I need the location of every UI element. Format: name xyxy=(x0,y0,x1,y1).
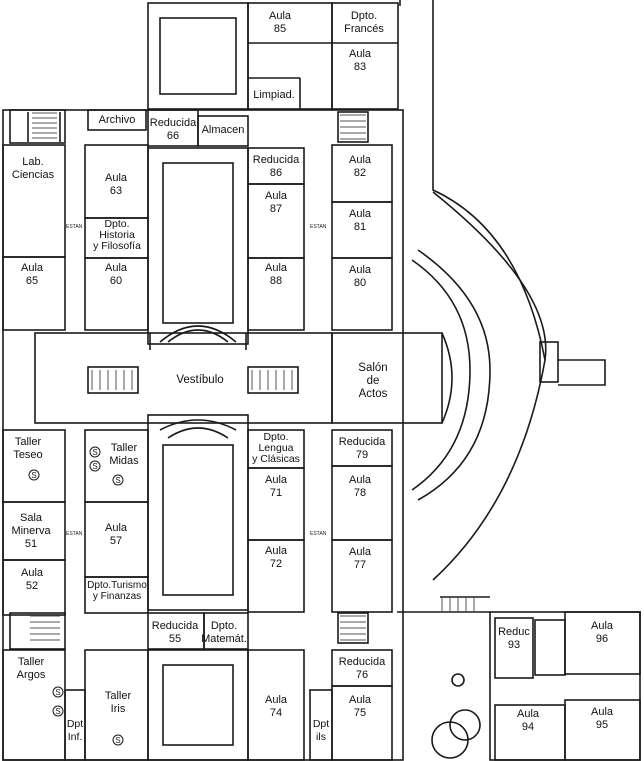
room-aula-57: Aula 57 xyxy=(104,522,128,547)
restroom-icon: S xyxy=(55,707,60,716)
room-taller-argos: Taller Argos xyxy=(16,656,46,681)
room-aula-83: Aula 83 xyxy=(348,48,372,73)
room-aula-60: Aula 60 xyxy=(104,262,128,287)
room-aula-95: Aula 95 xyxy=(590,706,614,731)
room-aula-78: Aula 78 xyxy=(348,474,372,499)
room-lab-ciencias: Lab. Ciencias xyxy=(11,156,55,181)
stair-tag: ESTAN xyxy=(310,224,327,230)
room-reducida-66: Reducida 66 xyxy=(149,117,197,142)
room-aula-81: Aula 81 xyxy=(348,208,372,233)
restroom-icon: S xyxy=(115,476,120,485)
room-dpto-historia: Dpto. Historia y Filosofía xyxy=(93,218,141,252)
room-aula-71: Aula 71 xyxy=(264,474,288,499)
room-aula-85: Aula 85 xyxy=(268,10,292,35)
room-aula-96: Aula 96 xyxy=(590,620,614,645)
room-archivo: Archivo xyxy=(98,114,136,126)
room-aula-80: Aula 80 xyxy=(348,264,372,289)
restroom-icon: S xyxy=(115,736,120,745)
room-sala-minerva: Sala Minerva 51 xyxy=(11,512,51,550)
room-aula-65: Aula 65 xyxy=(20,262,44,287)
room-taller-iris: Taller Iris xyxy=(104,690,132,715)
area-vestibulo: Vestíbulo xyxy=(176,374,224,386)
room-reducida-55: Reducida 55 xyxy=(151,620,199,645)
room-aula-94: Aula 94 xyxy=(516,708,540,733)
room-salon-actos: Salón de Actos xyxy=(358,362,388,400)
restroom-icon: S xyxy=(31,471,36,480)
room-aula-82: Aula 82 xyxy=(348,154,372,179)
room-almacen: Almacen xyxy=(201,124,245,136)
stair-tag: ESTAN xyxy=(66,224,83,230)
stair-tag: ESTAN xyxy=(310,531,327,537)
room-reducida-76: Reducida 76 xyxy=(338,656,386,681)
room-dpto-turismo: Dpto.Turismo y Finanzas xyxy=(87,580,147,602)
room-limpiad: Limpiad. xyxy=(253,89,295,101)
restroom-icon: S xyxy=(55,688,60,697)
room-dpt-inf: Dpt Inf. xyxy=(66,718,84,743)
north-wing xyxy=(147,2,249,110)
room-aula-87: Aula 87 xyxy=(264,190,288,215)
restroom-icon: S xyxy=(92,448,97,457)
room-dpto-frances: Dpto. Francés xyxy=(344,10,384,35)
room-aula-75: Aula 75 xyxy=(348,694,372,719)
assembly-hall xyxy=(331,332,443,424)
room-reduc-93: Reduc 93 xyxy=(498,626,530,651)
room-taller-teseo: Taller Teseo xyxy=(13,436,43,461)
room-dpt-ils: Dpt ils xyxy=(312,718,330,743)
room-taller-midas: Taller Midas xyxy=(109,442,139,467)
room-reducida-86: Reducida 86 xyxy=(252,154,300,179)
room-aula-77: Aula 77 xyxy=(348,546,372,571)
room-aula-52: Aula 52 xyxy=(20,567,44,592)
restroom-icon: S xyxy=(92,462,97,471)
room-dpto-lengua: Dpto. Lengua y Clásicas xyxy=(252,431,300,465)
room-aula-74: Aula 74 xyxy=(264,694,288,719)
room-aula-72: Aula 72 xyxy=(264,545,288,570)
room-aula-63: Aula 63 xyxy=(104,172,128,197)
room-reducida-79: Reducida 79 xyxy=(338,436,386,461)
room-aula-88: Aula 88 xyxy=(264,262,288,287)
stair-tag: ESTAN xyxy=(66,531,83,537)
room-dpto-matemat: Dpto. Matemát. xyxy=(201,620,247,645)
